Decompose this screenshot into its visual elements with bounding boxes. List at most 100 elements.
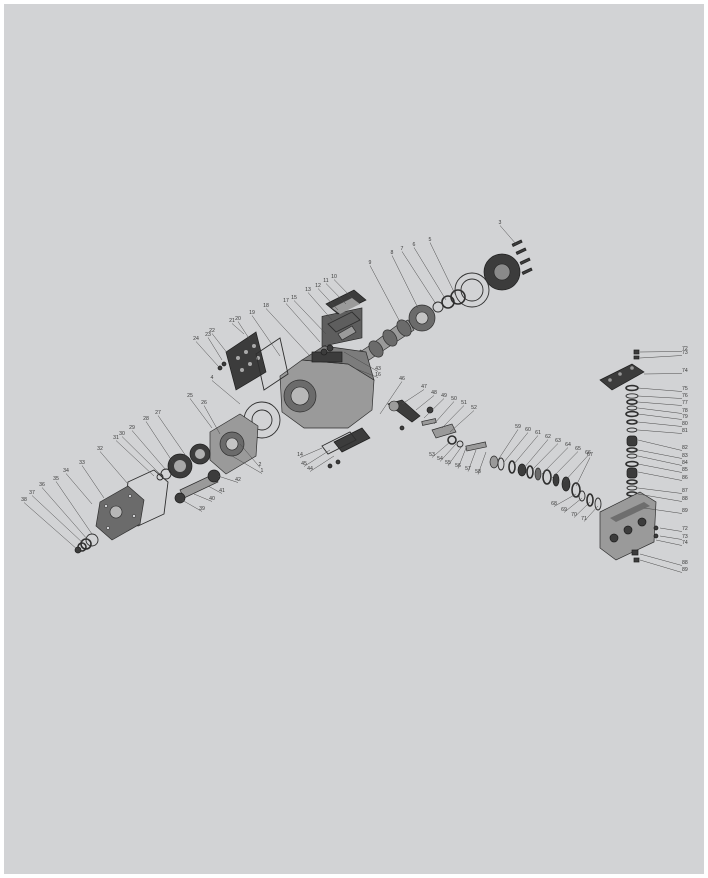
callout-label-57: 57 <box>465 466 471 472</box>
callout-leader <box>639 355 683 359</box>
callout-label-50: 50 <box>451 396 457 402</box>
valve-stack <box>625 384 639 497</box>
callout-leader <box>639 351 683 353</box>
gearbox-cover-group <box>74 469 169 554</box>
callout-leader <box>637 395 683 399</box>
callout-leader <box>553 493 577 507</box>
callout-label-1: 1 <box>261 468 264 474</box>
callout-label-33: 33 <box>79 460 85 466</box>
callout-label-3: 3 <box>499 220 502 226</box>
drive-flange-group <box>408 239 533 332</box>
callout-label-11: 11 <box>323 278 328 284</box>
callout-leader <box>639 553 683 566</box>
callout-label-12: 12 <box>315 283 321 289</box>
callout-leader <box>333 279 353 299</box>
callout-label-42: 42 <box>235 477 241 483</box>
bottom-gasket <box>321 431 357 455</box>
callout-leader <box>637 387 683 392</box>
exploded-view-diagram: 1234567891011121314151617181920212223242… <box>21 220 688 573</box>
callout-leader <box>23 502 79 551</box>
callout-leaders <box>23 225 683 573</box>
callout-label-68: 68 <box>551 501 557 507</box>
callout-label-88: 88 <box>682 560 688 566</box>
callout-label-19: 19 <box>249 310 255 316</box>
callout-leader <box>423 398 445 419</box>
callout-label-9: 9 <box>369 260 372 266</box>
callout-leader <box>575 457 591 487</box>
callout-leader <box>121 436 161 475</box>
rear-gasket <box>255 337 289 391</box>
callout-label-81: 81 <box>682 428 688 434</box>
callout-label-73: 73 <box>682 350 688 356</box>
callout-label-72: 72 <box>682 346 688 352</box>
callout-label-60: 60 <box>525 427 531 433</box>
seal-ring-a <box>450 289 466 305</box>
callout-leader <box>55 481 93 535</box>
callout-leader <box>583 505 599 522</box>
callout-label-76: 76 <box>682 393 688 399</box>
callout-leader <box>265 308 311 357</box>
callout-label-2: 2 <box>259 462 262 468</box>
callout-leader <box>317 288 339 311</box>
callout-label-46: 46 <box>399 376 405 382</box>
packing-stack <box>489 455 602 511</box>
callout-label-73: 73 <box>682 534 688 540</box>
callout-leader <box>145 421 175 465</box>
callout-label-61: 61 <box>535 430 541 436</box>
callout-label-24: 24 <box>193 336 199 342</box>
gear-group <box>156 401 281 504</box>
callout-label-4: 4 <box>211 375 214 381</box>
callout-label-48: 48 <box>431 390 437 396</box>
callout-leader <box>637 487 683 494</box>
callout-label-62: 62 <box>545 434 551 440</box>
callout-label-59: 59 <box>515 424 521 430</box>
callout-leader <box>637 493 683 502</box>
callout-label-13: 13 <box>305 287 311 293</box>
callout-label-77: 77 <box>682 400 688 406</box>
callout-leader <box>207 337 223 361</box>
callout-label-71: 71 <box>581 516 587 522</box>
callout-leader <box>447 445 463 466</box>
callout-leader <box>659 527 683 532</box>
callout-leader <box>643 373 683 375</box>
callout-label-21: 21 <box>229 318 235 324</box>
callout-leader <box>195 341 219 367</box>
callout-label-65: 65 <box>575 446 581 452</box>
callout-leader <box>231 455 263 474</box>
callout-label-23: 23 <box>205 332 211 338</box>
callout-label-17: 17 <box>283 298 289 304</box>
callout-label-75: 75 <box>682 386 688 392</box>
callout-label-49: 49 <box>441 393 447 399</box>
top-gasket-b <box>337 325 357 341</box>
callout-label-56: 56 <box>455 463 461 469</box>
callout-label-31: 31 <box>113 435 119 441</box>
callout-label-85: 85 <box>682 467 688 473</box>
callout-leader <box>551 451 579 479</box>
callout-leader <box>41 487 89 541</box>
callout-label-63: 63 <box>555 438 561 444</box>
callout-label-27: 27 <box>155 410 161 416</box>
callout-label-34: 34 <box>63 468 69 474</box>
callout-leader <box>353 367 379 378</box>
callout-leader <box>65 473 93 505</box>
callout-leader <box>379 381 403 415</box>
callout-leader <box>293 300 327 335</box>
callout-label-89: 89 <box>682 508 688 514</box>
callout-leader <box>441 405 465 429</box>
callout-label-84: 84 <box>682 460 688 466</box>
callout-leader <box>211 333 229 355</box>
callout-leader <box>131 430 167 471</box>
callout-leader <box>401 251 437 305</box>
callout-leader <box>637 471 683 481</box>
callout-leader <box>211 380 241 405</box>
callout-leader <box>285 303 321 343</box>
callout-leader <box>369 265 401 323</box>
seal-ring-b <box>441 295 455 309</box>
callout-leader <box>439 443 457 462</box>
callout-label-52: 52 <box>471 405 477 411</box>
callout-label-74: 74 <box>682 540 688 546</box>
callout-label-20: 20 <box>235 316 241 322</box>
callout-label-70: 70 <box>571 512 577 518</box>
callout-leader <box>99 451 129 485</box>
callout-label-5: 5 <box>429 237 432 243</box>
